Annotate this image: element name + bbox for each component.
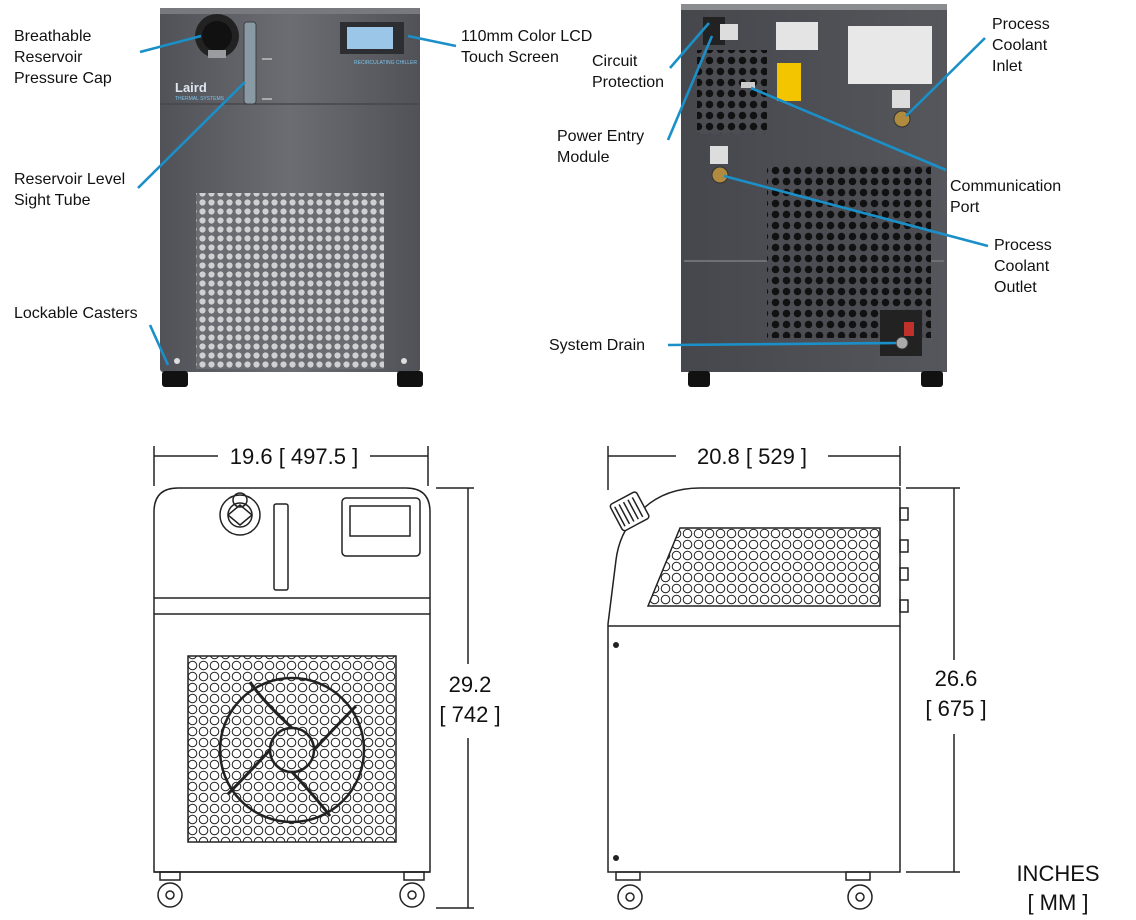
callout-sight-tube-2: Sight Tube — [14, 192, 91, 209]
model-text: RECIRCULATING CHILLER — [354, 60, 417, 66]
system-drain-valve — [895, 336, 909, 350]
leader-comm-port — [750, 86, 947, 172]
rear-photo — [681, 4, 947, 387]
callout-comm-2: Port — [950, 199, 980, 216]
brand-subtitle: THERMAL SYSTEMS — [175, 96, 225, 102]
callout-inlet-1: Process — [992, 16, 1050, 33]
front-height-mm: [ 742 ] — [439, 702, 500, 727]
brand-logo: Laird — [175, 80, 207, 95]
communication-port — [741, 82, 755, 88]
front-height-inches: 29.2 — [449, 672, 492, 697]
callout-comm-1: Communication — [950, 178, 1061, 195]
side-width-label: 20.8 [ 529 ] — [697, 444, 807, 469]
warning-sticker — [777, 63, 801, 101]
callout-pressure-cap-3: Pressure Cap — [14, 70, 112, 87]
callout-power-1: Power Entry — [557, 128, 644, 145]
callout-drain: System Drain — [549, 337, 645, 354]
lcd-screen — [347, 27, 393, 49]
front-photo: RECIRCULATING CHILLER Laird THERMAL SYST… — [160, 8, 423, 387]
callout-casters: Lockable Casters — [14, 305, 138, 322]
callout-inlet-2: Coolant — [992, 37, 1048, 54]
front-width-label: 19.6 [ 497.5 ] — [230, 444, 358, 469]
units-inches: INCHES — [1016, 861, 1099, 886]
pressure-cap-icon — [195, 14, 239, 58]
circuit-breaker — [720, 24, 738, 40]
callout-circuit-2: Protection — [592, 74, 664, 91]
leader-drain — [667, 341, 897, 347]
caster-right — [397, 371, 423, 387]
units-mm: [ MM ] — [1027, 890, 1088, 915]
callout-circuit-1: Circuit — [592, 53, 638, 70]
front-drawing — [153, 446, 474, 909]
callout-power-2: Module — [557, 149, 610, 166]
leader-circuit — [669, 22, 710, 69]
caster-left — [162, 371, 188, 387]
side-drawing — [607, 446, 960, 910]
callout-outlet-2: Coolant — [994, 258, 1050, 275]
leader-pressure-cap — [139, 34, 202, 54]
front-callouts: Breathable Reservoir Pressure Cap Reserv… — [14, 28, 592, 366]
coolant-outlet-fitting — [711, 166, 729, 184]
callout-outlet-3: Outlet — [994, 279, 1037, 296]
rear-callouts: Circuit Protection Power Entry Module Pr… — [549, 16, 1061, 354]
callout-pressure-cap-1: Breathable — [14, 28, 91, 45]
front-grille — [196, 193, 384, 369]
callout-lcd-2: Touch Screen — [461, 49, 559, 66]
leader-inlet — [905, 37, 986, 117]
leader-sight-tube — [137, 81, 246, 189]
callout-inlet-3: Inlet — [992, 58, 1023, 75]
callout-pressure-cap-2: Reservoir — [14, 49, 83, 66]
side-height-inches: 26.6 — [935, 666, 978, 691]
leader-casters — [148, 324, 170, 366]
rear-info-label — [848, 26, 932, 84]
leader-lcd — [407, 34, 457, 48]
sight-tube-icon — [243, 21, 257, 105]
leader-outlet — [723, 174, 989, 248]
callout-lcd-1: 110mm Color LCD — [461, 28, 592, 45]
side-height-mm: [ 675 ] — [925, 696, 986, 721]
callout-outlet-1: Process — [994, 237, 1052, 254]
leader-power-entry — [666, 35, 714, 141]
callout-sight-tube-1: Reservoir Level — [14, 171, 125, 188]
